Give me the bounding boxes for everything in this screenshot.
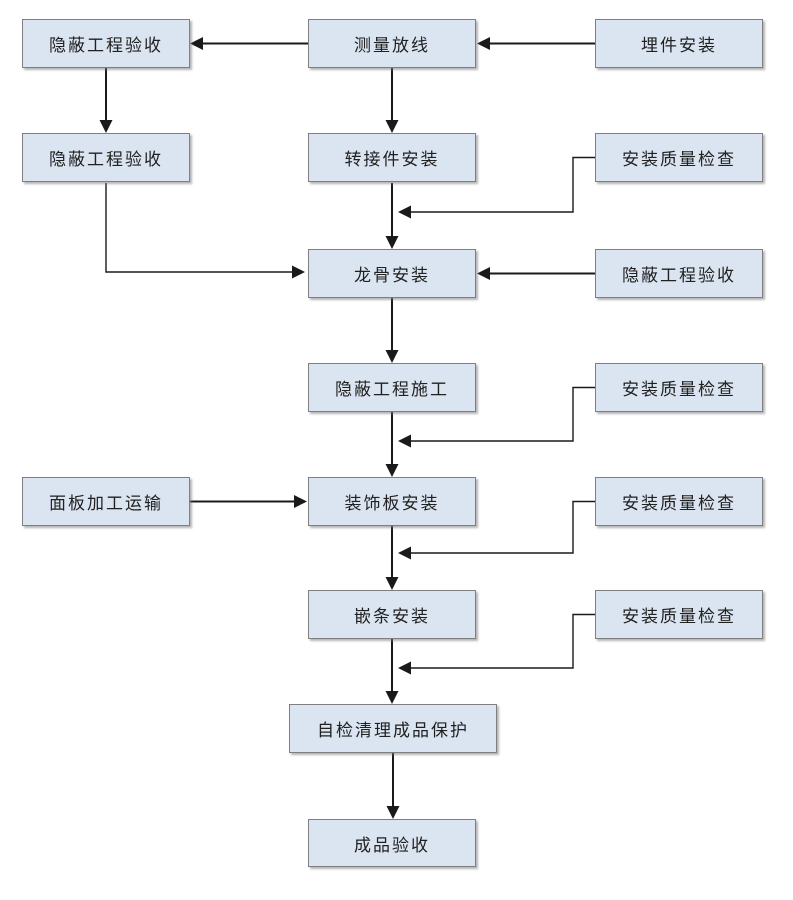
node-adapter-install: 转接件安装 — [308, 133, 476, 182]
edge-embed-to-measure — [477, 37, 595, 50]
edge-decor-to-inlay — [385, 526, 399, 590]
edge-qc1-feedback — [398, 156, 595, 219]
node-hidden-inspection-1: 隐蔽工程验收 — [22, 19, 190, 68]
edge-measure-to-adapter — [385, 68, 399, 133]
node-embed-install: 埋件安装 — [595, 19, 763, 68]
edge-keel-to-hiddenconstr — [385, 298, 399, 363]
node-measure-layout: 测量放线 — [308, 19, 476, 68]
node-self-check-protect: 自检清理成品保护 — [289, 704, 497, 753]
edge-measure-to-hidden1 — [190, 37, 308, 50]
node-qc-1: 安装质量检查 — [595, 133, 763, 182]
node-qc-3: 安装质量检查 — [595, 477, 763, 526]
node-hidden-inspection-3: 隐蔽工程验收 — [595, 249, 763, 298]
node-hidden-construction: 隐蔽工程施工 — [308, 363, 476, 412]
node-hidden-inspection-2: 隐蔽工程验收 — [22, 133, 190, 182]
edge-qc2-feedback — [398, 386, 595, 448]
node-panel-processing: 面板加工运输 — [22, 477, 190, 526]
node-keel-install: 龙骨安装 — [308, 249, 476, 298]
edge-hiddenconstr-to-decor — [385, 412, 399, 477]
edge-hidden2-to-keel — [105, 183, 305, 279]
edge-selfcheck-to-final — [386, 753, 400, 819]
edge-adapter-to-keel — [385, 183, 399, 249]
edge-qc4-feedback — [398, 613, 595, 675]
node-qc-4: 安装质量检查 — [595, 590, 763, 639]
edge-panel-to-decor — [190, 495, 307, 508]
node-product-acceptance: 成品验收 — [308, 819, 476, 867]
edge-hidden3-to-keel — [477, 267, 595, 280]
edge-hidden1-to-hidden2 — [99, 68, 113, 133]
node-decorative-panel-install: 装饰板安装 — [308, 477, 476, 526]
node-inlay-install: 嵌条安装 — [308, 590, 476, 639]
node-qc-2: 安装质量检查 — [595, 363, 763, 412]
edge-inlay-to-selfcheck — [385, 639, 399, 704]
edge-qc3-feedback — [398, 500, 595, 560]
